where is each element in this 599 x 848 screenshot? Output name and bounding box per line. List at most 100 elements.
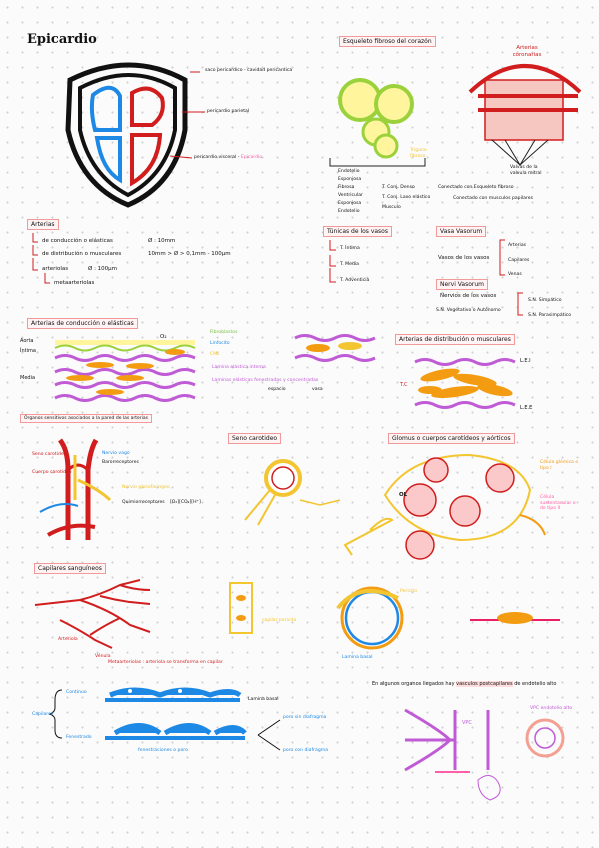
quimio-label: Quimiorreceptores	[122, 500, 165, 505]
arteria-item-3-value: Ø : 100µm	[88, 266, 118, 272]
fen-label: fenestraciones o poro	[138, 748, 188, 753]
vpc-text: En algunos organos llegados hay vasculos…	[372, 681, 556, 687]
capillary-crosssection-diagram	[336, 586, 404, 650]
arteria-item-4: metaarteriolas	[54, 280, 95, 286]
label-visceral: pericardio visceral - Epicardio	[194, 155, 262, 161]
label-fibroblastos: Fibroblastos	[210, 330, 238, 335]
label-lamina1: Lamina elástica interna	[212, 365, 266, 370]
continuo-label: Continuo	[66, 690, 87, 695]
label-o2: O₂	[160, 334, 167, 340]
rel2b: Conectado con musculos papilares	[453, 196, 533, 201]
vpc-text-a: En algunos organos llegados hay	[372, 681, 455, 687]
nervi-s1: S.N. Simpático	[528, 298, 562, 303]
pericito-label: Pericito	[400, 589, 418, 594]
poro1-label: poro sin diafragma	[283, 715, 327, 720]
arterias-coronarias-label: Arterias coronarias	[512, 45, 542, 58]
lamina-label: Lamina basal	[342, 655, 373, 660]
layer-3: Ventricular	[338, 193, 363, 198]
glomus-title: Glomus o cuerpos carotídeos y aórticos	[388, 433, 515, 444]
conduccion-title: Arterias de conducción o elásticas	[27, 318, 138, 329]
capillary-tree-diagram	[34, 579, 151, 649]
arteriola-label: Arteriola	[58, 637, 78, 642]
valvas-label: Valvas de la valvula mitral	[510, 165, 542, 176]
layer-1: Esponjosa	[338, 177, 362, 182]
lamina-basal-label: Lamina basal	[248, 697, 279, 702]
label-aorta: Aorta	[20, 338, 34, 344]
pericyte-diagram	[470, 612, 560, 624]
label-intima: Íntima	[20, 348, 36, 354]
vpc2-label: VPC endotelio alto	[530, 706, 573, 711]
fibrous-skeleton-diagram	[329, 64, 582, 167]
carotid-sinus-diagram	[244, 459, 341, 526]
vago-label: Nervio vago	[102, 451, 130, 456]
vpc-label: VPC	[462, 720, 472, 726]
page-title: Epicardio	[27, 32, 97, 47]
continuous-capillary-diagram	[105, 687, 242, 702]
fenestrated-capillary-diagram	[105, 719, 281, 751]
rel1: T. Conj. Denso	[382, 185, 415, 190]
arteria-item-1-value: Ø : 10mm	[148, 238, 176, 244]
seno-label: Seno carotideo	[32, 452, 67, 457]
cuerpo-label: Cuerpo carotideo	[32, 470, 72, 475]
tunicas-title: Túnicas de los vasos	[323, 226, 392, 237]
label-vasa: vasa	[312, 387, 323, 392]
layer-0: Endotelio	[338, 169, 360, 174]
label-saco: saco pericardico - cavidad pericardica	[205, 68, 293, 73]
carotid-diagram	[39, 438, 112, 540]
rel3: Musculo	[382, 205, 401, 210]
arteria-item-1: de conducción o elásticas	[42, 238, 113, 244]
nervi-title: Nervi Vasorum	[436, 279, 488, 290]
quimio2-label: [O₂][CO₂][H⁺]	[170, 500, 201, 505]
nervi-s2: S.N. Parasimpático	[528, 313, 572, 318]
glomus-diagram	[343, 453, 546, 560]
rel1b: Conectado con Esqueleto fibroso	[438, 185, 514, 190]
label-espacio: espacio	[268, 387, 286, 392]
vasa-item-2: Venas	[508, 272, 522, 277]
vpc-text-b: de endotelio alto	[514, 681, 557, 687]
capillary-tube-diagram	[229, 582, 253, 634]
trigono-label: Trigono fibroso	[410, 148, 427, 159]
tunica-2: T. Adventicia	[340, 278, 370, 283]
label-lei: L.E.I	[520, 358, 531, 364]
label-cml: CML	[210, 352, 220, 357]
organos-title: Órganos sensitivos asociados a la pared …	[20, 414, 153, 423]
glomus-c1: Célula glómica o tipo I	[540, 460, 579, 471]
rel2: T. Conj. Laxo elástico	[382, 195, 431, 200]
label-lamina2: Laminas elásticas fenestradas y concentr…	[212, 378, 319, 383]
capilar-pericito-label: capilar pericito	[262, 618, 297, 623]
vasa-lead: Vasos de los vasos	[438, 255, 490, 261]
label-linfocito: Linfocito	[210, 341, 230, 346]
label-tc: T.C	[400, 382, 408, 388]
fenestrado-label: Fenestrado	[66, 735, 92, 740]
label-visceral-a: pericardio visceral -	[194, 155, 241, 160]
nervi-lead: Nervios de los vasos	[440, 293, 497, 299]
vasa-title: Vasa Vasorum	[436, 226, 487, 237]
meta-label: Metaarteriolas : arteriola se transforma…	[108, 660, 223, 665]
tunica-1: T. Media	[340, 262, 359, 267]
arterias-title: Arterias	[27, 219, 59, 230]
vpc-text-highlight: vasculos postcapilares	[456, 681, 513, 687]
venula-label: Vénula	[95, 654, 111, 659]
seno-title: Seno carotideo	[228, 433, 282, 444]
nervi-sn: S.N. Vegetativo o Autónomo	[436, 308, 501, 313]
label-parietal: pericardio parietal	[207, 109, 250, 114]
layer-2: Fibrosa	[338, 185, 355, 190]
poro2-label: poro con diafragma	[283, 748, 329, 753]
capilares-title: Capilares sanguíneos	[34, 563, 106, 574]
baro-label: Barorreceptores	[102, 460, 139, 465]
glomus-c2: Célula sustentacular o de tipo II	[540, 495, 576, 511]
arteria-item-2-value: 10mm > Ø > 0,1mm - 100µm	[148, 251, 231, 257]
esqueleto-title: Esqueleto fibroso del corazón	[339, 36, 436, 47]
vasa-item-0: Arterias	[508, 243, 527, 248]
muscular-artery-layers	[414, 358, 516, 409]
label-lee: L.E.E	[520, 405, 533, 411]
heart-shield-diagram	[65, 62, 205, 208]
layer-5: Endotelio	[338, 209, 360, 214]
ol-label: OL	[399, 492, 408, 498]
vpc-diagram	[404, 708, 565, 801]
nervio-label: Nervio glosofaringeo	[122, 485, 170, 490]
vasa-item-1: Capilares	[508, 258, 530, 263]
label-media: Media	[20, 375, 36, 381]
distribucion-title: Arterias de distribución o musculares	[395, 334, 515, 345]
label-visceral-b: Epicardio	[240, 155, 263, 160]
